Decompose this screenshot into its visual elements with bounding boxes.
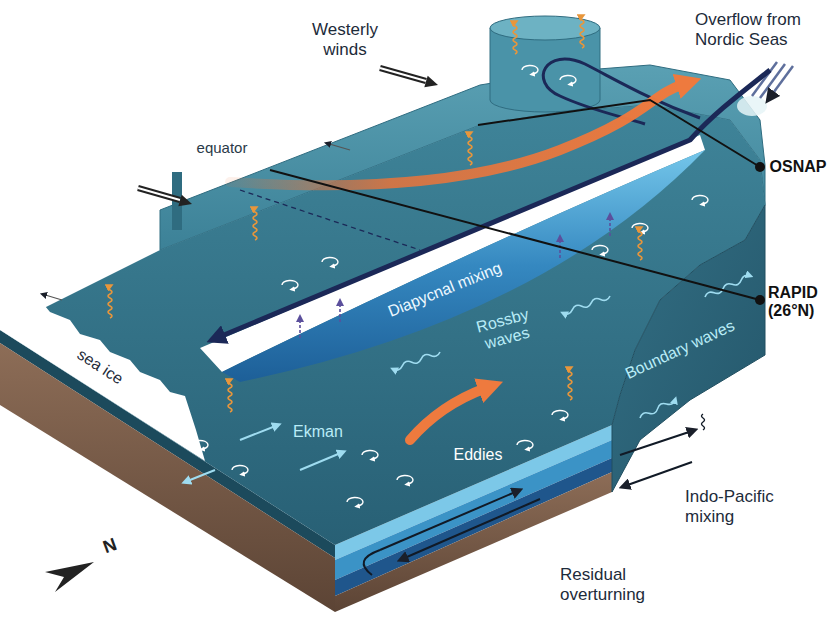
section-dot: [755, 162, 765, 172]
section-line: [478, 100, 760, 167]
north-arrow: [45, 562, 94, 592]
equator-line: [240, 190, 420, 250]
sea-ice: [0, 278, 205, 461]
process-label: Diapycnal mixing: [385, 259, 504, 321]
mixing-arrow: [622, 462, 692, 487]
section-label: OSNAP: [770, 158, 827, 176]
mixing-arrows: [609, 216, 611, 236]
mixing-label: Indo-Pacific mixing: [685, 487, 785, 526]
eddies: [362, 450, 378, 459]
wind-arrow: [424, 76, 438, 88]
mixing-arrows: [339, 302, 341, 322]
wave-lines: [392, 350, 441, 372]
eddies: [592, 245, 608, 254]
heat-flux: [468, 133, 472, 165]
overturning-label: Residual overturning: [560, 565, 680, 604]
heat-flux: [253, 208, 257, 240]
ekman-arrows: [300, 452, 343, 470]
wind-label: Westerly winds: [305, 20, 385, 59]
overturning-loop: [364, 550, 380, 575]
wind-arrow: [380, 68, 426, 81]
heat-flux: [108, 286, 112, 318]
heat-flux: [638, 228, 642, 260]
eddies: [192, 440, 208, 449]
overflow-stripes: [768, 66, 793, 100]
heat-flux: [513, 22, 517, 54]
deep-flow: [212, 70, 770, 340]
eddy-label: Eddies: [454, 446, 503, 464]
wind-arrow: [380, 68, 426, 81]
mixing-arrow: [620, 430, 695, 455]
eddies: [192, 65, 708, 506]
eddies: [232, 465, 248, 474]
equator-label: equator: [197, 139, 248, 156]
section-dot: [755, 295, 765, 305]
heat-flux: [228, 380, 232, 412]
wave-lines: [562, 294, 611, 316]
eddies: [347, 497, 363, 506]
heat-flux: [108, 16, 642, 412]
wind-arrow: [42, 294, 62, 300]
ekman-label: Ekman: [293, 423, 343, 441]
ekman-arrows: [240, 425, 278, 440]
upper-flow: [410, 388, 486, 440]
heat-flux: [580, 16, 584, 48]
ocean-surface: [0, 105, 765, 545]
heat-flux: [568, 368, 572, 400]
eddies: [560, 75, 576, 84]
wave-lines: [639, 397, 677, 420]
eddies: [522, 65, 538, 74]
mixing-arrows: [300, 216, 610, 338]
wind-arrow: [178, 195, 192, 207]
eddies: [517, 440, 533, 449]
mixing-arrow: [702, 414, 705, 430]
wave-label: Rossby waves: [469, 304, 540, 356]
eddies: [692, 195, 708, 204]
overturning-arrow: [400, 499, 540, 560]
wave-label: Boundary waves: [623, 317, 738, 384]
wind-arrow: [326, 143, 350, 150]
section-label: RAPID (26°N): [768, 284, 830, 321]
mixing-arrow: [620, 414, 705, 487]
eddies: [632, 223, 648, 232]
mixing-arrows: [299, 318, 301, 338]
eddies: [282, 280, 298, 289]
section-line: [270, 170, 760, 300]
overflow-glow: [737, 96, 767, 116]
wind-arrow: [138, 188, 180, 200]
north-label: N: [100, 534, 119, 558]
boundary-wall: [612, 205, 765, 492]
ekman-arrows: [185, 470, 215, 482]
ice-label: sea ice: [74, 345, 127, 388]
wind-arrow: [42, 68, 438, 300]
eddies: [322, 257, 338, 266]
overflow-label: Overflow from Nordic Seas: [695, 10, 829, 49]
wind-arrow: [138, 188, 180, 200]
eddies: [552, 410, 568, 419]
eddies: [397, 475, 413, 484]
upper-flow: [230, 84, 684, 185]
